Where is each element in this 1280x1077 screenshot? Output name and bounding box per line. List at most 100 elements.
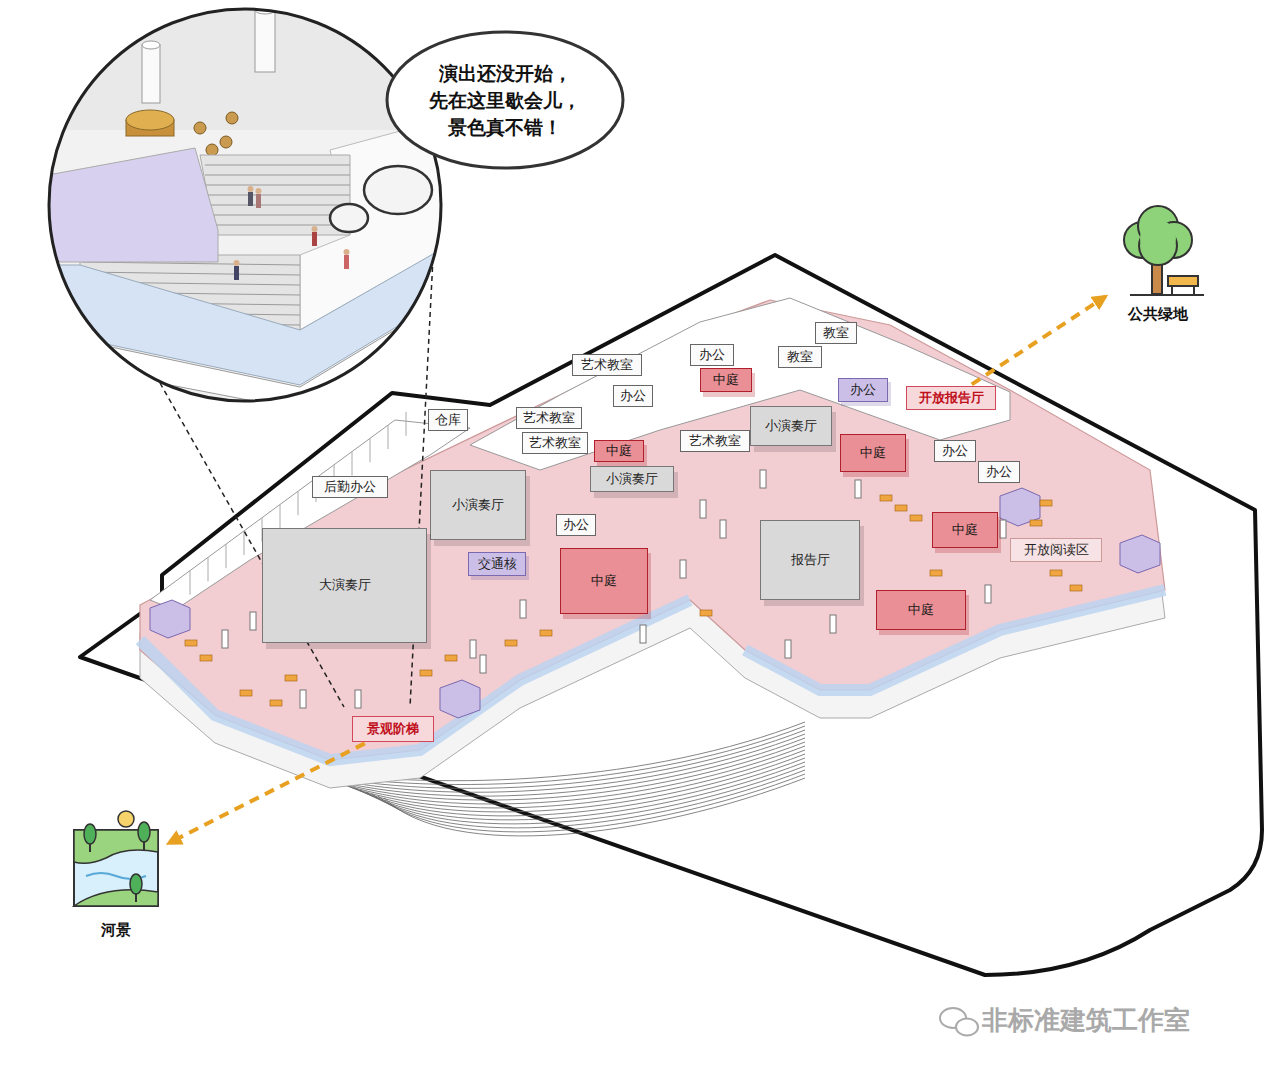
stair-step	[205, 185, 350, 186]
column	[640, 625, 646, 643]
core-box: 交通核	[468, 552, 526, 576]
cafe-table	[206, 144, 218, 156]
furniture	[700, 610, 712, 616]
atrium-box: 中庭	[876, 590, 966, 630]
stair-step	[205, 225, 350, 226]
cafe-table	[194, 122, 206, 134]
tree-crown	[130, 874, 142, 894]
ground-line	[1130, 294, 1204, 296]
column	[470, 640, 476, 658]
slab-edge	[40, 302, 441, 410]
column	[785, 640, 791, 658]
rooms-band	[470, 298, 1010, 470]
furniture	[930, 570, 942, 576]
furniture	[1070, 585, 1082, 591]
room-label: 开放报告厅	[919, 390, 984, 406]
furniture	[895, 505, 907, 511]
room-label: 中庭	[591, 573, 617, 589]
room-box: 办公	[934, 440, 976, 462]
column	[830, 615, 836, 633]
furniture	[1050, 570, 1062, 576]
column	[480, 655, 486, 673]
purple-volume	[1120, 535, 1160, 573]
room-box: 艺术教室	[680, 430, 750, 452]
column	[520, 600, 526, 618]
core-box: 办公	[838, 378, 888, 402]
river-bank	[74, 890, 158, 906]
room-label: 仓库	[435, 412, 461, 428]
zoom-view	[40, 0, 460, 420]
stair-step	[205, 205, 350, 206]
room-box: 后勤办公	[312, 476, 388, 498]
room-label: 中庭	[908, 602, 934, 618]
furniture	[240, 690, 252, 696]
person-head	[344, 249, 350, 255]
room-partition	[226, 544, 227, 568]
watermark: 非标准建筑工作室	[982, 1003, 1190, 1038]
atrium-box: 中庭	[700, 368, 752, 392]
zoom-column-top	[142, 41, 160, 49]
outdoor-step	[384, 778, 805, 836]
room-label: 办公	[986, 464, 1012, 480]
room-label: 艺术教室	[689, 433, 741, 449]
furniture	[185, 640, 197, 646]
open-space-box: 景观阶梯	[352, 716, 434, 742]
hall-box: 小演奏厅	[590, 466, 674, 492]
room-label: 办公	[699, 347, 725, 363]
furniture	[285, 675, 297, 681]
room-box: 办公	[556, 514, 596, 536]
person-body	[344, 255, 349, 269]
zoom-column	[255, 10, 275, 72]
room-label: 艺术教室	[529, 435, 581, 451]
room-label: 中庭	[860, 445, 886, 461]
room-partition	[298, 491, 299, 515]
bubble-tail	[364, 166, 432, 214]
reading-area-box: 开放阅读区	[1010, 538, 1102, 562]
cafe-table	[226, 112, 238, 124]
room-partition	[208, 557, 209, 581]
furniture	[200, 655, 212, 661]
person-body	[234, 266, 239, 280]
room-label: 办公	[620, 388, 646, 404]
icon-art	[1108, 200, 1208, 300]
hall-box: 小演奏厅	[750, 406, 832, 446]
speech-text: 演出还没开始， 先在这里歇会儿， 景色真不错！	[416, 60, 594, 141]
sun	[118, 811, 134, 827]
column	[300, 690, 306, 708]
bench-leg	[1193, 286, 1195, 295]
room-box: 办公	[978, 461, 1020, 483]
outdoor-step	[378, 774, 805, 832]
person-body	[312, 232, 317, 246]
person-head	[234, 260, 240, 266]
room-label: 办公	[850, 382, 876, 398]
tree-crown-fill	[1140, 220, 1176, 256]
furniture	[910, 515, 922, 521]
furniture	[880, 495, 892, 501]
room-box: 办公	[613, 385, 653, 407]
hall-box: 大演奏厅	[262, 528, 427, 643]
stair-step	[205, 165, 350, 166]
river-icon-art	[74, 811, 158, 906]
tree-crown	[84, 824, 96, 844]
open-space-box: 开放报告厅	[906, 386, 996, 410]
room-label: 教室	[823, 325, 849, 341]
room-label: 后勤办公	[324, 479, 376, 495]
column	[700, 500, 706, 518]
icon-label: 公共绿地	[1108, 305, 1208, 325]
room-label: 小演奏厅	[765, 418, 817, 434]
person-head	[256, 188, 262, 194]
icon-label: 河景	[66, 921, 166, 941]
green-space-icon: 公共绿地	[1108, 200, 1208, 324]
view-arrow	[169, 743, 365, 843]
room-label: 中庭	[606, 443, 632, 459]
person-body	[256, 194, 261, 208]
room-label: 教室	[787, 349, 813, 365]
river-view-icon: 河景	[66, 800, 166, 940]
person-head	[312, 226, 318, 232]
room-label: 办公	[563, 517, 589, 533]
outdoor-step	[366, 766, 805, 824]
room-label: 开放阅读区	[1024, 542, 1089, 558]
outdoor-step	[372, 770, 805, 828]
room-partition	[388, 425, 389, 449]
furniture	[505, 640, 517, 646]
